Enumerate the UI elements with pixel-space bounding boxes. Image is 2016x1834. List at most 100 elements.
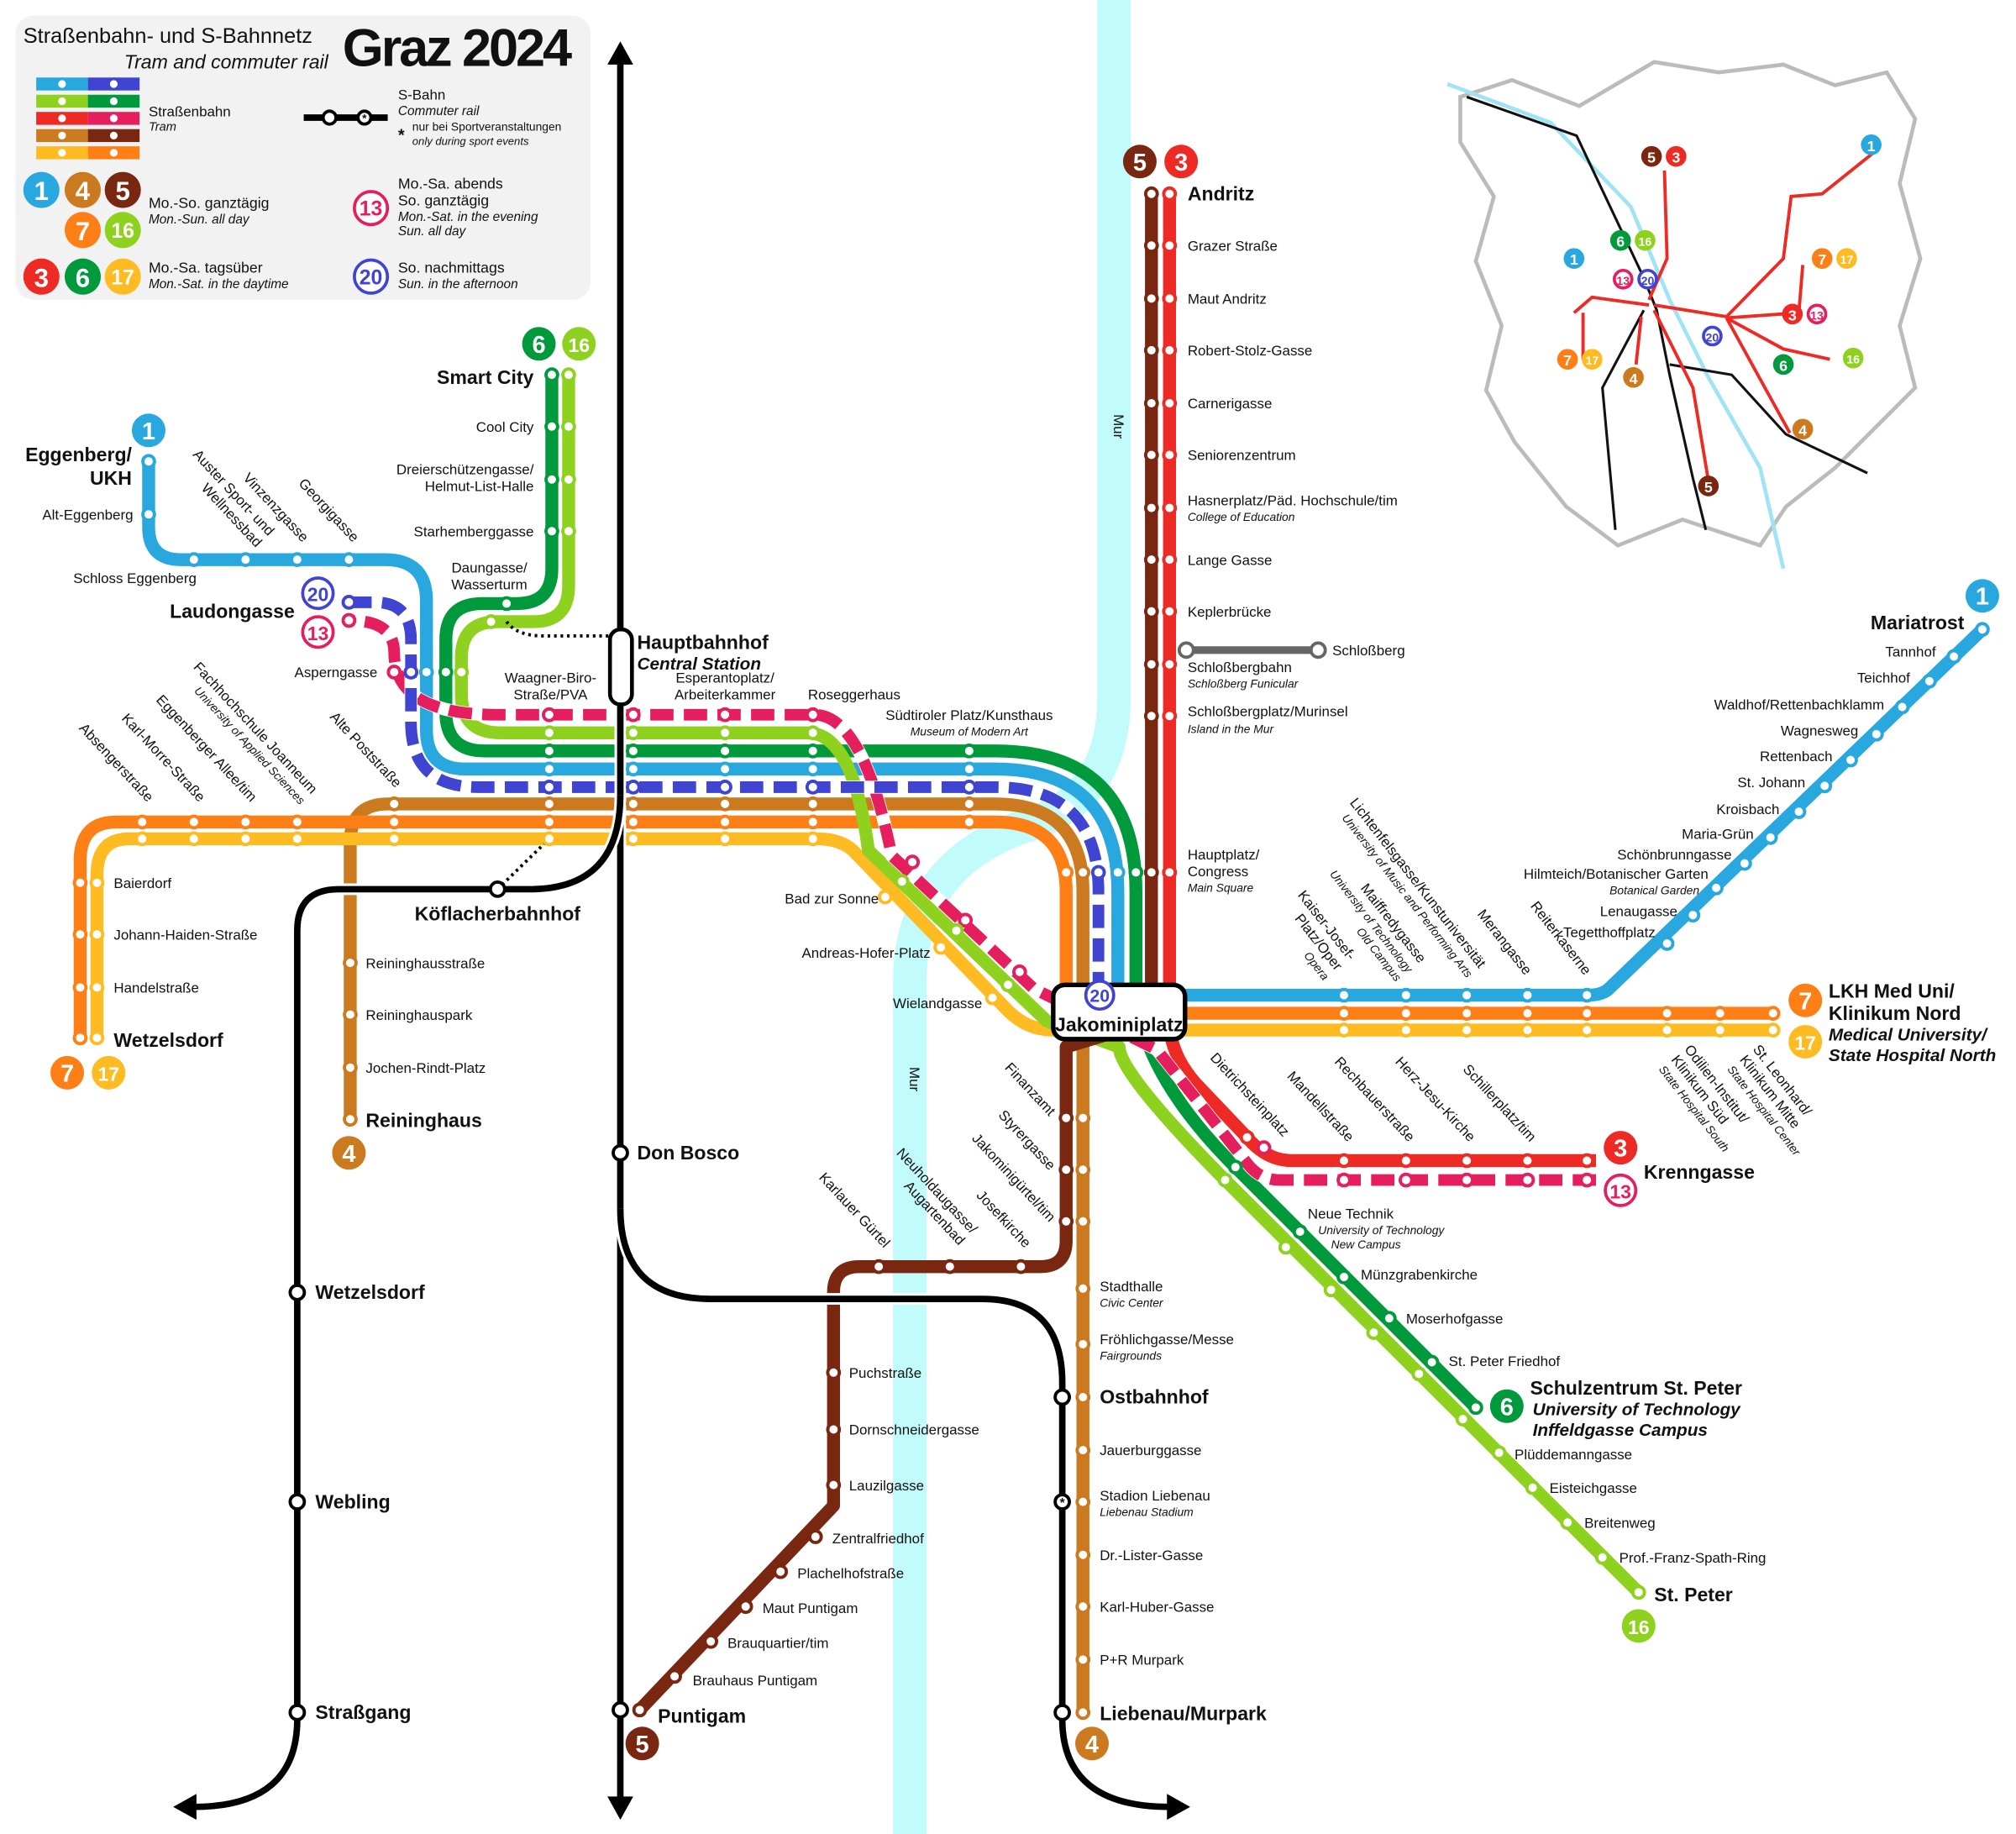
- station-dot[interactable]: [717, 831, 732, 847]
- station-dot[interactable]: [962, 761, 977, 777]
- station-dot[interactable]: [1217, 1172, 1233, 1188]
- station-dot[interactable]: [1075, 1337, 1091, 1352]
- station-dot[interactable]: [141, 454, 156, 470]
- line-badge-7[interactable]: 7: [1788, 983, 1823, 1017]
- line-badge-16[interactable]: 16: [1621, 1609, 1656, 1643]
- station-dot[interactable]: [483, 614, 499, 629]
- station-dot[interactable]: [1712, 1022, 1728, 1038]
- sbahn-station-dot[interactable]: [288, 1493, 307, 1511]
- station-dot[interactable]: [1336, 1172, 1352, 1188]
- station-dot[interactable]: [1579, 987, 1595, 1003]
- station-dot[interactable]: [1398, 1006, 1414, 1021]
- station-dot[interactable]: [341, 612, 357, 628]
- station-dot[interactable]: [542, 707, 557, 723]
- station-dot[interactable]: [238, 814, 254, 830]
- station-dot[interactable]: [1709, 880, 1724, 896]
- line-badge-6[interactable]: 6: [1609, 229, 1631, 251]
- line-badge-13[interactable]: 13: [353, 190, 390, 227]
- line-badge-17[interactable]: 17: [1788, 1024, 1823, 1059]
- line-badge-5[interactable]: 5: [104, 171, 141, 208]
- station-dot[interactable]: [1398, 987, 1414, 1003]
- station-dot[interactable]: [958, 912, 974, 928]
- line-badge-13[interactable]: 13: [1612, 268, 1634, 290]
- station-dot[interactable]: [1090, 864, 1106, 880]
- line-badge-1[interactable]: 1: [1861, 134, 1882, 155]
- station-dot[interactable]: [418, 665, 434, 680]
- station-dot[interactable]: [626, 780, 641, 795]
- station-dot[interactable]: [141, 507, 156, 523]
- station-dot[interactable]: [626, 707, 641, 723]
- line-badge-1[interactable]: 1: [1965, 579, 1999, 613]
- station-dot[interactable]: [632, 1702, 648, 1718]
- station-dot[interactable]: [542, 831, 557, 847]
- station-dot[interactable]: [1336, 1153, 1352, 1169]
- station-dot[interactable]: [1975, 622, 1990, 638]
- station-dot[interactable]: [1162, 708, 1178, 724]
- line-badge-7[interactable]: 7: [1811, 248, 1833, 269]
- station-dot[interactable]: [1013, 1259, 1029, 1274]
- line-badge-17[interactable]: 17: [104, 258, 141, 295]
- station-dot[interactable]: [1162, 238, 1178, 254]
- station-dot[interactable]: [1058, 1213, 1074, 1229]
- station-dot[interactable]: [72, 1030, 88, 1046]
- station-dot[interactable]: [1491, 1445, 1507, 1461]
- sbahn-station-dot[interactable]: [1053, 1388, 1071, 1406]
- station-dot[interactable]: [1398, 1153, 1414, 1169]
- station-dot[interactable]: [386, 665, 402, 680]
- station-dot[interactable]: [1868, 726, 1884, 742]
- station-dot[interactable]: [1162, 864, 1178, 880]
- station-dot[interactable]: [1594, 1549, 1610, 1565]
- line-badge-5[interactable]: 5: [1698, 476, 1719, 497]
- station-dot[interactable]: [1659, 1022, 1675, 1038]
- station-dot[interactable]: [1143, 447, 1159, 463]
- station-dot[interactable]: [1227, 1159, 1243, 1175]
- line-badge-1[interactable]: 1: [23, 171, 60, 208]
- station-dot[interactable]: [1011, 964, 1027, 980]
- station-dot[interactable]: [1256, 1140, 1272, 1155]
- sbahn-station-dot[interactable]: [1053, 1704, 1071, 1721]
- station-dot[interactable]: [386, 814, 402, 830]
- line-badge-20[interactable]: 20: [353, 258, 390, 295]
- line-badge-13[interactable]: 13: [1604, 1173, 1638, 1207]
- station-dot[interactable]: [1659, 1006, 1675, 1021]
- station-dot[interactable]: [1075, 1280, 1091, 1296]
- line-badge-6[interactable]: 6: [1772, 354, 1794, 376]
- line-badge-4[interactable]: 4: [332, 1136, 366, 1170]
- station-dot[interactable]: [805, 761, 821, 777]
- line-badge-4[interactable]: 4: [1623, 366, 1644, 388]
- station-dot[interactable]: [1162, 603, 1178, 619]
- station-dot[interactable]: [962, 743, 977, 759]
- station-dot[interactable]: [1579, 1172, 1595, 1188]
- station-dot[interactable]: [561, 523, 576, 539]
- station-dot[interactable]: [1468, 1400, 1483, 1416]
- station-dot[interactable]: [626, 743, 641, 759]
- station-dot[interactable]: [826, 1477, 842, 1493]
- station-dot[interactable]: [1765, 1006, 1781, 1021]
- station-dot[interactable]: [1143, 656, 1159, 672]
- station-dot[interactable]: [186, 831, 202, 847]
- station-dot[interactable]: [1336, 1269, 1352, 1285]
- station-dot[interactable]: [626, 796, 641, 812]
- line-badge-3[interactable]: 3: [23, 258, 60, 295]
- station-dot[interactable]: [1292, 1224, 1308, 1239]
- station-dot[interactable]: [878, 889, 893, 905]
- station-dot[interactable]: [1278, 1239, 1294, 1255]
- station-dot[interactable]: [454, 665, 470, 680]
- station-dot[interactable]: [72, 927, 88, 943]
- line-badge-20[interactable]: 20: [1084, 980, 1116, 1012]
- station-dot[interactable]: [89, 875, 105, 891]
- station-dot[interactable]: [290, 814, 305, 830]
- station-dot[interactable]: [1411, 1366, 1427, 1382]
- station-dot[interactable]: [544, 418, 559, 434]
- station-dot[interactable]: [1143, 186, 1159, 202]
- station-dot[interactable]: [1579, 1153, 1595, 1169]
- station-dot[interactable]: [1075, 864, 1091, 880]
- station-dot[interactable]: [895, 874, 910, 890]
- station-dot[interactable]: [186, 552, 202, 567]
- station-dot[interactable]: [738, 1599, 753, 1615]
- station-dot[interactable]: [626, 814, 641, 830]
- line-badge-16[interactable]: 16: [1842, 347, 1864, 369]
- line-badge-17[interactable]: 17: [1836, 248, 1857, 269]
- station-dot[interactable]: [1336, 987, 1352, 1003]
- station-dot[interactable]: [1455, 1411, 1471, 1427]
